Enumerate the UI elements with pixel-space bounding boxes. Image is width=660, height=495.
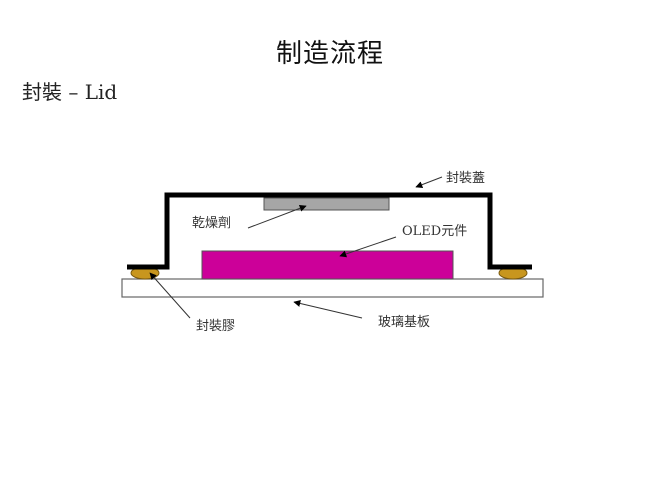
substrate-arrow <box>293 300 363 319</box>
slide-subtitle: 封裝 – Lid <box>22 80 118 104</box>
desiccant <box>263 197 390 211</box>
sealant-arrow <box>149 272 191 319</box>
lid-cover <box>127 192 532 270</box>
label-lid: 封裝蓋 <box>446 171 485 186</box>
label-sealant: 封裝膠 <box>196 319 235 334</box>
oled-arrow <box>339 236 397 258</box>
label-oled: OLED元件 <box>402 224 467 239</box>
desiccant-arrow <box>247 204 307 229</box>
label-desiccant: 乾燥劑 <box>192 215 231 231</box>
oled-element <box>201 250 454 280</box>
lid-arrow <box>415 176 443 189</box>
slide-title: 制造流程 <box>275 39 384 69</box>
label-substrate: 玻璃基板 <box>378 315 430 330</box>
glass-substrate <box>121 278 544 298</box>
